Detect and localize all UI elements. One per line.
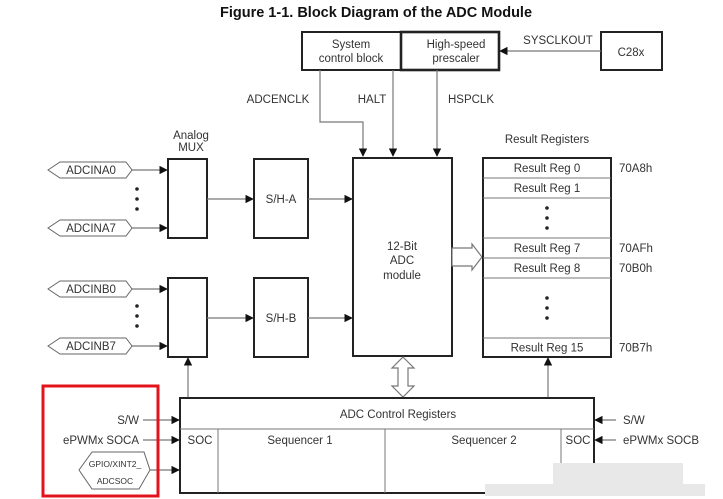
sequencer-2-label: Sequencer 2 — [451, 435, 516, 447]
soc-left-label: SOC — [188, 435, 213, 447]
sample-hold-b-block — [253, 277, 309, 358]
high-speed-prescaler-block — [399, 30, 501, 72]
adc-to-results-bus-arrow — [451, 242, 483, 272]
prescaler-label-1: High-speed — [427, 39, 486, 51]
result-register-label: Result Reg 15 — [511, 343, 584, 355]
ellipsis-dot — [135, 207, 139, 211]
c28x-label: C28x — [618, 47, 645, 59]
adc-core-block — [352, 157, 453, 357]
mux-b-block — [167, 277, 208, 358]
adc-control-bus-arrow — [390, 356, 416, 398]
gpio-label-1: GPIO/XINT2_ — [89, 459, 142, 469]
result-register-label: Result Reg 1 — [514, 183, 580, 195]
result-register-label: Result Reg 0 — [514, 163, 580, 175]
adc-core-label-2: ADC — [390, 255, 414, 267]
sw-left-label: S/W — [117, 415, 139, 427]
sample-hold-a-block — [253, 158, 309, 239]
ellipsis-dot — [135, 197, 139, 201]
prescaler-label-2: prescaler — [432, 53, 479, 65]
analog-mux-label-1: Analog — [173, 130, 209, 142]
sequencer-1-label: Sequencer 1 — [267, 435, 332, 447]
result-register-address: 70AFh — [619, 243, 653, 255]
system-control-block — [301, 31, 402, 71]
control-registers-title: ADC Control Registers — [340, 409, 457, 421]
result-register-address: 70A8h — [619, 163, 652, 175]
halt-label: HALT — [358, 94, 387, 106]
ellipsis-dot — [135, 314, 139, 318]
adc-core-label-3: module — [383, 270, 421, 282]
mux-a-block — [167, 158, 208, 239]
adcina7-label: ADCINA7 — [66, 223, 116, 235]
analog-mux-label-2: MUX — [178, 142, 204, 154]
ellipsis-dot — [135, 324, 139, 328]
shb-label: S/H-B — [266, 313, 297, 325]
sw-right-label: S/W — [623, 415, 645, 427]
sysclkout-label: SYSCLKOUT — [523, 35, 593, 47]
gpio-label-2: ADCSOC — [97, 476, 133, 486]
result-registers-heading: Result Registers — [505, 134, 590, 146]
sha-label: S/H-A — [266, 194, 297, 206]
figure-title: Figure 1-1. Block Diagram of the ADC Mod… — [220, 5, 532, 21]
hspclk-label: HSPCLK — [448, 94, 494, 106]
result-register-address: 70B7h — [619, 343, 652, 355]
epwm-soca-label: ePWMx SOCA — [63, 435, 139, 447]
ellipsis-dot — [545, 296, 549, 300]
ellipsis-dot — [545, 316, 549, 320]
adcinb7-label: ADCINB7 — [66, 341, 116, 353]
epwm-socb-label: ePWMx SOCB — [623, 435, 699, 447]
adcina0-label: ADCINA0 — [66, 165, 116, 177]
result-register-label: Result Reg 8 — [514, 263, 580, 275]
result-register-address: 70B0h — [619, 263, 652, 275]
watermark-overlay — [485, 484, 705, 496]
ellipsis-dot — [545, 306, 549, 310]
ellipsis-dot — [545, 226, 549, 230]
ellipsis-dot — [545, 206, 549, 210]
watermark-overlay — [553, 463, 683, 485]
highlight-box — [41, 384, 160, 498]
soc-right-label: SOC — [566, 435, 591, 447]
ellipsis-dot — [135, 304, 139, 308]
ellipsis-dot — [545, 216, 549, 220]
c28x-cpu-block — [600, 31, 663, 71]
adc-control-registers-block — [179, 397, 595, 494]
adcenclk-label: ADCENCLK — [247, 94, 310, 106]
system-control-label-1: System — [332, 39, 370, 51]
result-register-label: Result Reg 7 — [514, 243, 580, 255]
adc-core-label-1: 12-Bit — [387, 241, 418, 253]
adcenclk-wire — [319, 70, 368, 157]
adcinb0-label: ADCINB0 — [66, 284, 116, 296]
system-control-label-2: control block — [319, 53, 384, 65]
ellipsis-dot — [135, 187, 139, 191]
